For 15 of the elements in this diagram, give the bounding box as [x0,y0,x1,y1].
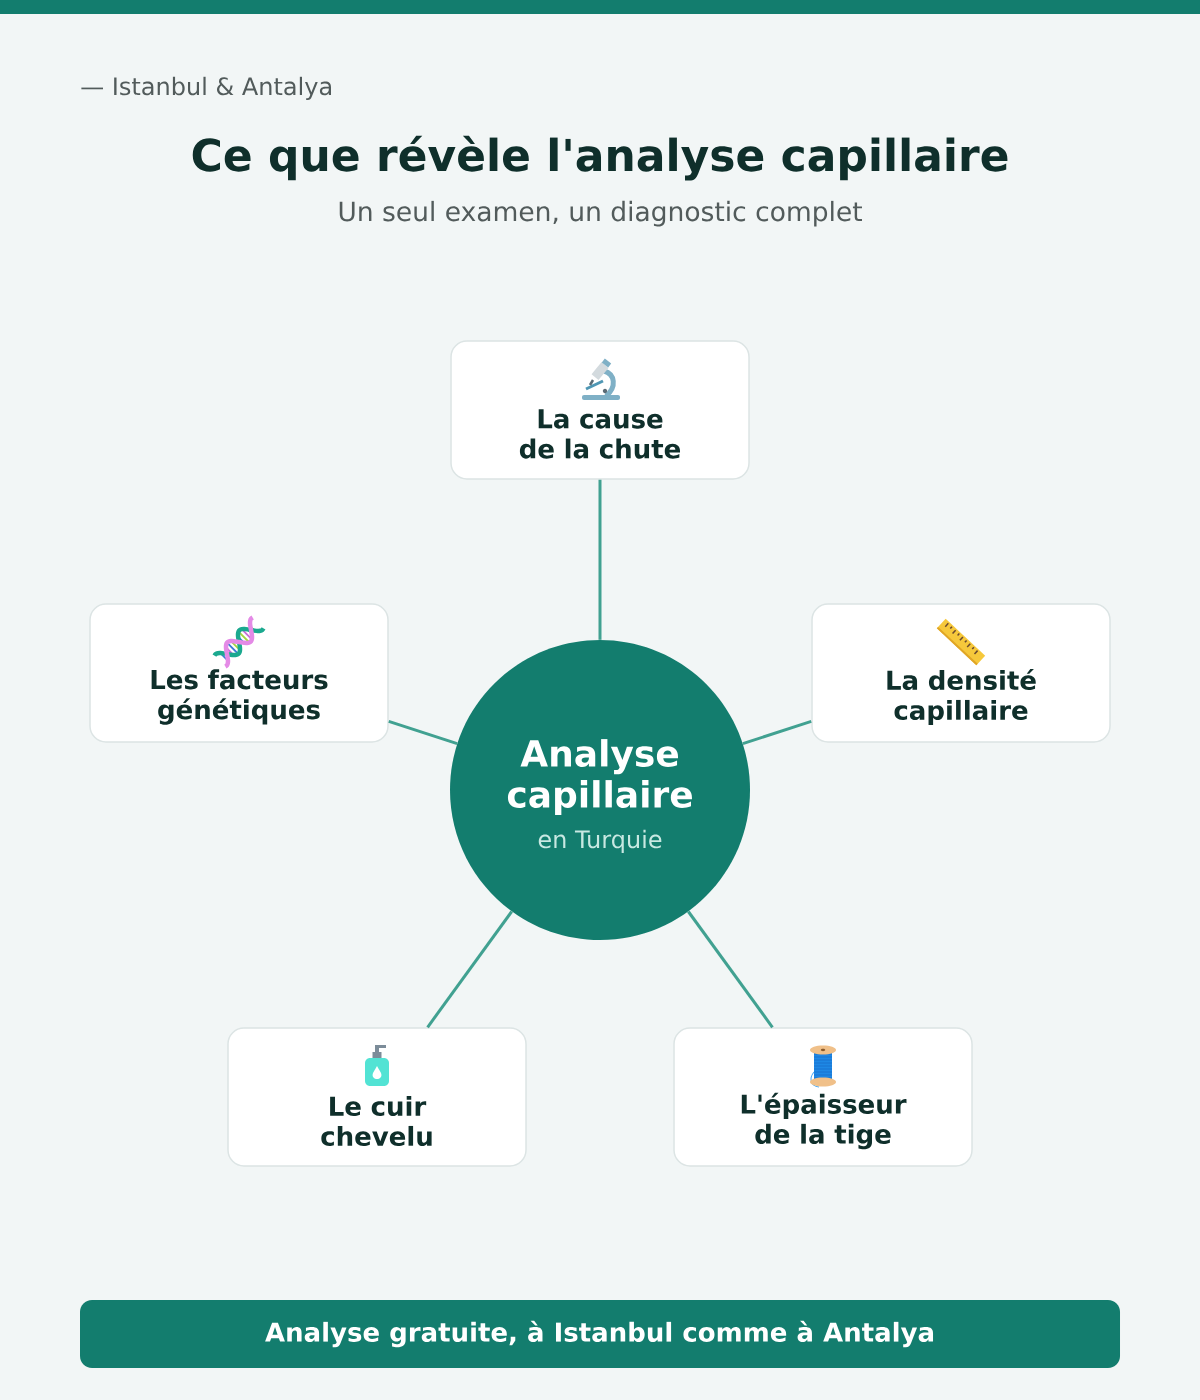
connector-line [426,910,513,1029]
footer-banner: Analyse gratuite, à Istanbul comme à Antalya [80,1300,1120,1368]
title: Ce que révèle l'analyse capillaire [192,135,1008,181]
top-bar [0,0,1200,14]
subtitle: Un seul examen, un diagnostic complet [339,200,862,227]
topic-card: L'épaisseur de la tige [673,1027,973,1167]
connector-line [598,479,602,640]
header-text: — Istanbul & Antalya [81,76,331,100]
connector-line [687,910,774,1029]
connector-line [742,719,812,746]
topic-card: Le cuir chevelu [227,1027,527,1167]
connector-line [388,719,458,746]
topic-card: La densité capillaire [811,603,1111,743]
topic-card: La cause de la chute [450,340,750,480]
topic-card: Les facteurs génétiques [89,603,389,743]
